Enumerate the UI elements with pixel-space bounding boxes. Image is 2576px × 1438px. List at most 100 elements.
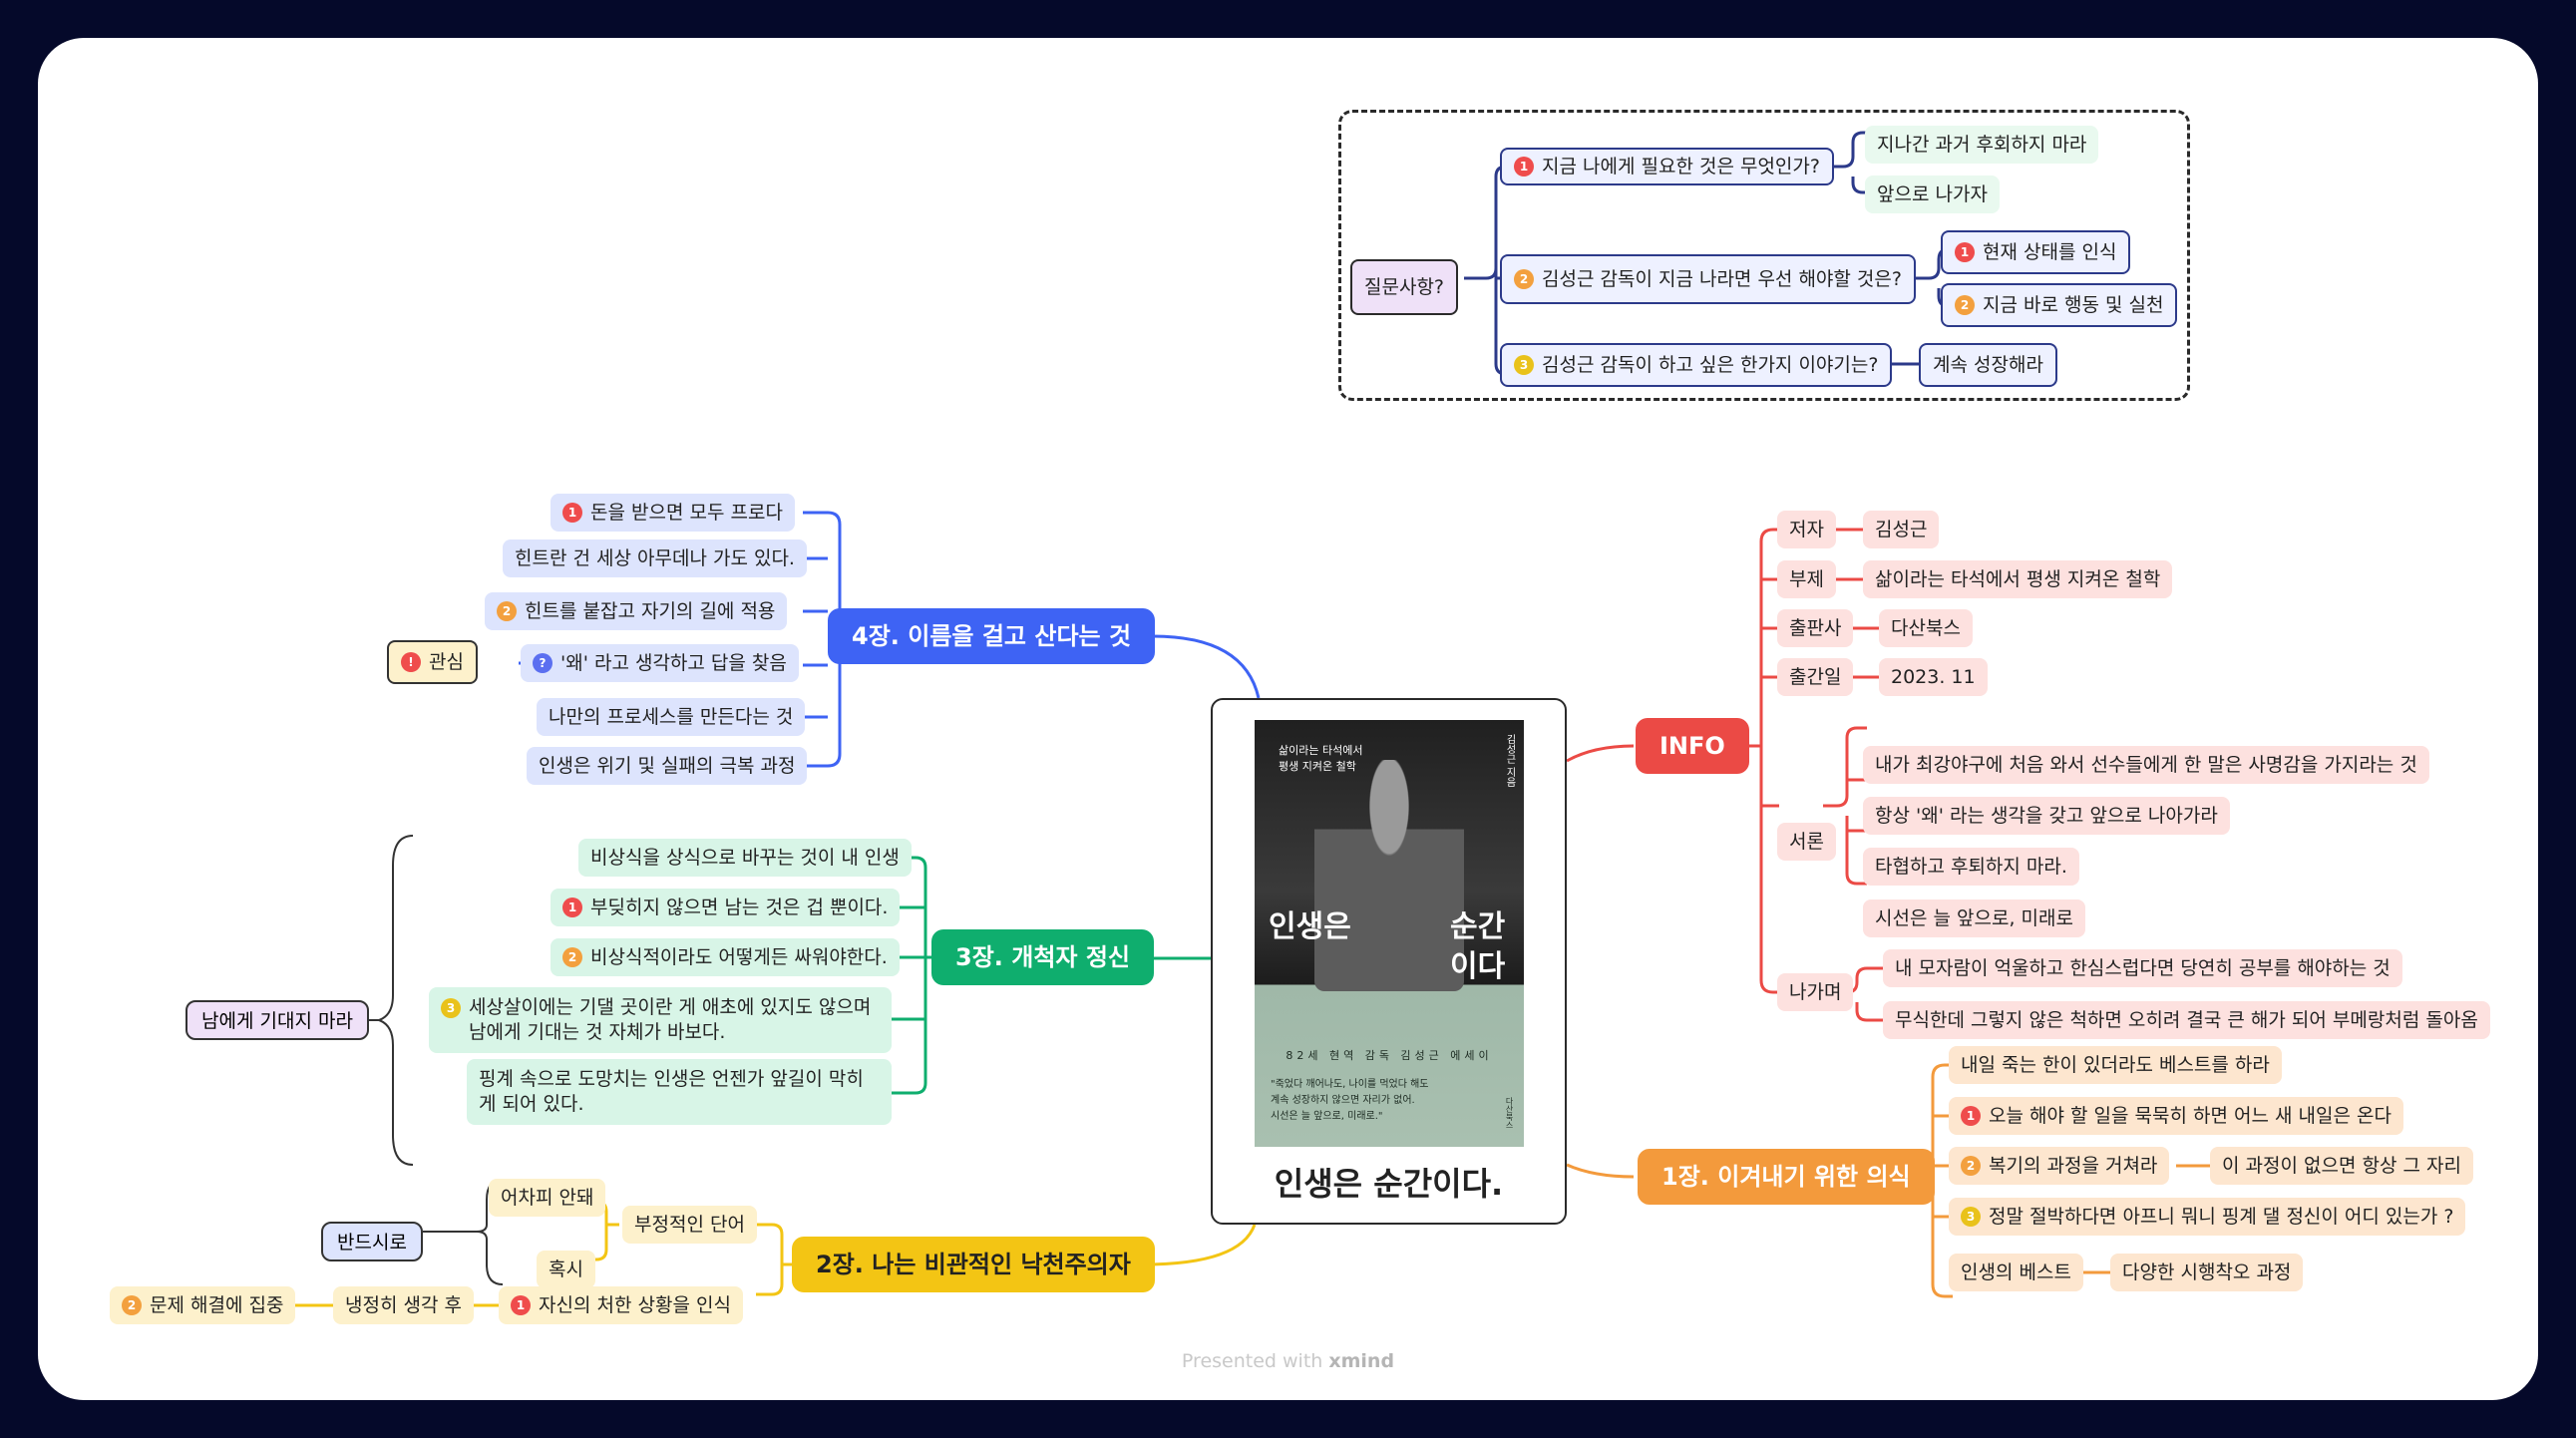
value-text: 내가 최강야구에 처음 와서 선수들에게 한 말은 사명감을 가지라는 것 [1875,746,2417,784]
item-label: 냉정히 생각 후 [345,1286,462,1324]
cover-publisher-mark: 다산북스 [1504,1097,1515,1129]
question-2-answer-2[interactable]: 2 지금 바로 행동 및 실천 [1941,283,2177,327]
priority-2-icon: 2 [122,1295,142,1315]
topic-chapter-2[interactable]: 2장. 나는 비관적인 낙천주의자 [792,1237,1155,1292]
question-3[interactable]: 3 김성근 감독이 하고 싶은 한가지 이야기는? [1500,343,1892,387]
topic-info[interactable]: INFO [1636,718,1749,774]
value-text: 2023. 11 [1891,658,1976,696]
label-text: 출판사 [1789,609,1841,647]
priority-1-icon: 1 [1955,242,1975,262]
ch3-item-5[interactable]: 핑계 속으로 도망치는 인생은 언젠가 앞길이 막히게 되어 있다. [467,1059,892,1125]
ch2-calm[interactable]: 냉정히 생각 후 [333,1286,474,1324]
info-preface-label[interactable]: 서론 [1777,823,1836,861]
info-author-label[interactable]: 저자 [1777,511,1836,548]
question-1[interactable]: 1 지금 나에게 필요한 것은 무엇인가? [1500,148,1834,185]
info-publisher-label[interactable]: 출판사 [1777,609,1853,647]
info-ending-label[interactable]: 나가며 [1777,973,1853,1011]
info-date-label[interactable]: 출간일 [1777,658,1853,696]
ch4-item-5[interactable]: 나만의 프로세스를 만든다는 것 [537,698,805,736]
info-preface-2[interactable]: 항상 '왜' 라는 생각을 갖고 앞으로 나아가라 [1863,797,2230,835]
question-2[interactable]: 2 김성근 감독이 지금 나라면 우선 해야할 것은? [1500,254,1916,304]
info-preface-4[interactable]: 시선은 늘 앞으로, 미래로 [1863,899,2085,937]
item-label: 오늘 해야 할 일을 묵묵히 하면 어느 새 내일은 온다 [1989,1097,2392,1135]
cover-author: 김성근 지음 [1502,734,1517,787]
ch1-item-5[interactable]: 인생의 베스트 [1949,1254,2083,1291]
info-publisher[interactable]: 다산북스 [1879,609,1973,647]
question-mark-icon: ? [533,653,552,673]
item-label: 인생은 위기 및 실패의 극복 과정 [539,747,795,785]
question-root[interactable]: 질문사항? [1350,259,1458,315]
item-label: 부딪히지 않으면 남는 것은 겁 뿐이다. [590,889,888,926]
topic-label: 2장. 나는 비관적인 낙천주의자 [816,1251,1131,1278]
ch3-summary[interactable]: 남에게 기대지 마라 [185,1000,369,1040]
priority-3-icon: 3 [441,998,461,1018]
info-ending-2[interactable]: 무식한데 그렇지 않은 척하면 오히려 결국 큰 해가 되어 부메랑처럼 돌아옴 [1883,1001,2490,1039]
topic-chapter-4[interactable]: 4장. 이름을 걸고 산다는 것 [828,608,1155,664]
footer-watermark: Presented with xmind [38,1350,2538,1372]
label-text: 서론 [1789,823,1824,861]
info-date[interactable]: 2023. 11 [1879,658,1988,696]
ch2-summary[interactable]: 반드시로 [321,1222,423,1261]
info-subtitle[interactable]: 삶이라는 타석에서 평생 지켜온 철학 [1863,560,2172,598]
ch2-negative-1[interactable]: 어차피 안돼 [489,1179,605,1217]
info-ending-1[interactable]: 내 모자람이 억울하고 한심스럽다면 당연히 공부를 해야하는 것 [1883,949,2402,987]
item-label: 돈을 받으면 모두 프로다 [590,494,783,532]
question-1-label: 지금 나에게 필요한 것은 무엇인가? [1542,148,1820,185]
xmind-logo: xmind [1328,1350,1394,1372]
ch4-item-4[interactable]: ?'왜' 라고 생각하고 답을 찾음 [521,644,799,682]
interest-label: 관심 [429,643,464,681]
info-preface-3[interactable]: 타협하고 후퇴하지 마라. [1863,848,2079,886]
question-3-answer-1[interactable]: 계속 성장해라 [1919,343,2057,387]
value-text: 무식한데 그렇지 않은 척하면 오히려 결국 큰 해가 되어 부메랑처럼 돌아옴 [1895,1001,2478,1039]
info-subtitle-label[interactable]: 부제 [1777,560,1836,598]
ch1-item-5-child[interactable]: 다양한 시행착오 과정 [2110,1254,2303,1291]
info-preface-1[interactable]: 내가 최강야구에 처음 와서 선수들에게 한 말은 사명감을 가지라는 것 [1863,746,2429,784]
ch4-interest[interactable]: ! 관심 [387,640,478,684]
item-label: 비상식적이라도 어떻게든 싸워야한다. [590,938,888,976]
topic-chapter-1[interactable]: 1장. 이겨내기 위한 의식 [1638,1149,1935,1205]
value-text: 삶이라는 타석에서 평생 지켜온 철학 [1875,560,2160,598]
alert-icon: ! [401,652,421,672]
ch4-item-6[interactable]: 인생은 위기 및 실패의 극복 과정 [527,747,807,785]
ch3-item-1[interactable]: 비상식을 상식으로 바꾸는 것이 내 인생 [578,839,912,877]
answer-label: 계속 성장해라 [1933,346,2043,384]
ch1-item-3-child[interactable]: 이 과정이 없으면 항상 그 자리 [2210,1147,2473,1185]
cover-title-left: 인생은 [1269,901,1351,945]
ch2-negative-2[interactable]: 혹시 [537,1251,595,1288]
cover-title-right-1: 순간 [1450,901,1505,945]
answer-label: 현재 상태를 인식 [1983,233,2116,271]
item-label: 나만의 프로세스를 만든다는 것 [549,698,793,736]
question-2-answer-1[interactable]: 1 현재 상태를 인식 [1941,230,2130,274]
cover-strap: 82세 현역 감독 김성근 에세이 [1255,1047,1524,1063]
question-1-answer-2[interactable]: 앞으로 나가자 [1865,176,2000,213]
label-text: 부제 [1789,560,1824,598]
topic-chapter-3[interactable]: 3장. 개척자 정신 [931,929,1154,985]
answer-label: 앞으로 나가자 [1877,176,1988,213]
ch1-item-1[interactable]: 내일 죽는 한이 있더라도 베스트를 하라 [1949,1046,2282,1084]
cover-title-right-2: 이다 [1450,941,1505,985]
priority-3-icon: 3 [1514,355,1534,375]
central-topic[interactable]: 삶이라는 타석에서 평생 지켜온 철학 김성근 지음 인생은 순간 이다 82세… [1211,698,1567,1225]
cover-quote-2: 계속 성장하지 않으면 자리가 없어. [1271,1091,1415,1106]
book-cover-image: 삶이라는 타석에서 평생 지켜온 철학 김성근 지음 인생은 순간 이다 82세… [1255,720,1524,1147]
question-1-answer-1[interactable]: 지나간 과거 후회하지 마라 [1865,126,2098,164]
info-author[interactable]: 김성근 [1863,511,1939,548]
question-root-label: 질문사항? [1364,259,1444,315]
answer-label: 지금 바로 행동 및 실천 [1983,286,2163,324]
question-3-label: 김성근 감독이 하고 싶은 한가지 이야기는? [1542,346,1878,384]
topic-label: 4장. 이름을 걸고 산다는 것 [852,622,1131,650]
ch4-item-2[interactable]: 힌트란 건 세상 아무데나 가도 있다. [503,539,807,577]
priority-2-icon: 2 [1961,1156,1981,1176]
topic-label: INFO [1659,732,1725,760]
ch2-negative-words[interactable]: 부정적인 단어 [622,1206,757,1244]
